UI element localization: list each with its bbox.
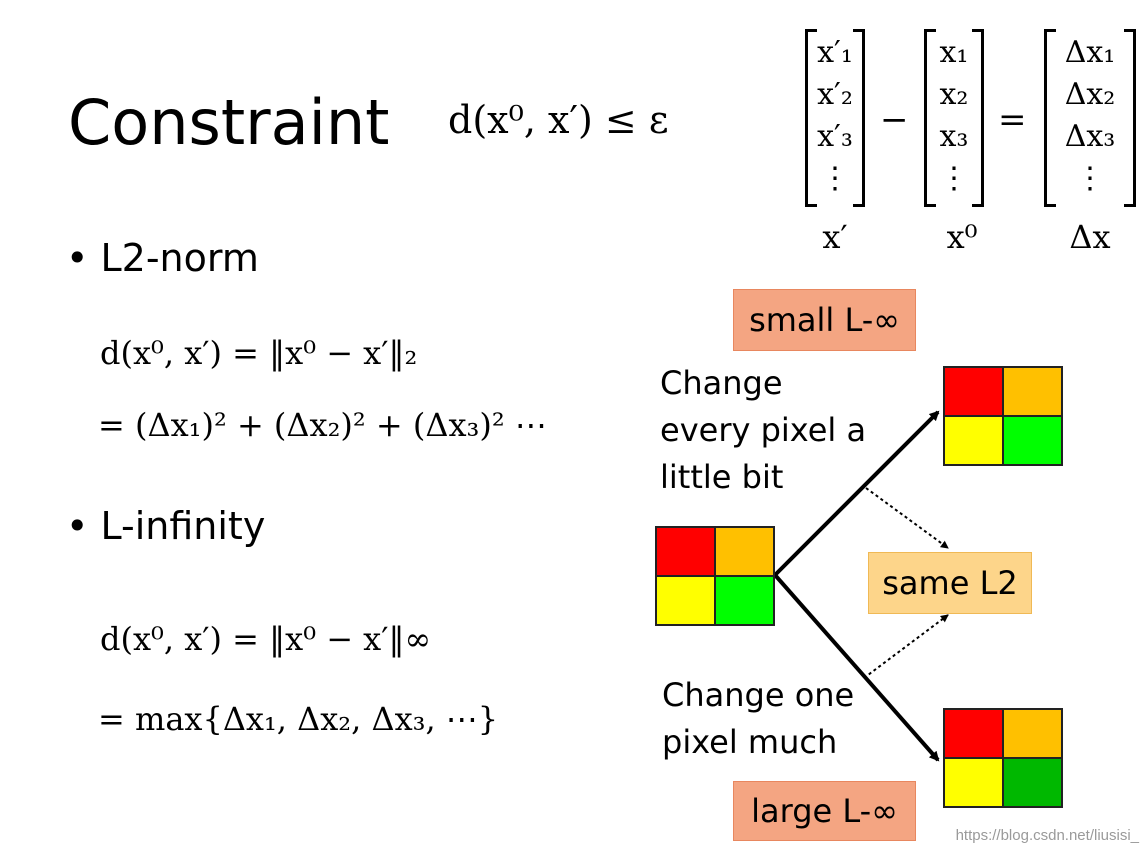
matrix-entry: ⋮ xyxy=(1075,161,1105,196)
matrix-entry: x₁ xyxy=(939,35,969,70)
l2-formula-line2: = (Δx₁)² + (Δx₂)² + (Δx₃)² ⋯ xyxy=(98,406,547,444)
matrix-label-x-prime: x′ xyxy=(822,218,848,256)
matrix-x-prime-entries: x′₁ x′₂ x′₃ ⋮ xyxy=(808,32,862,200)
pixel-cell xyxy=(1003,416,1062,465)
bullet-l-infinity: • L-infinity xyxy=(66,504,266,548)
matrix-entry: ⋮ xyxy=(820,161,850,196)
pixel-cell xyxy=(1003,367,1062,416)
equals-sign: = xyxy=(998,100,1027,140)
same-l2-box: same L2 xyxy=(868,552,1032,614)
pixel-cell xyxy=(944,416,1003,465)
arrow-to-top-grid xyxy=(773,410,940,577)
pixel-cell xyxy=(656,527,715,576)
matrix-entry: x′₃ xyxy=(817,119,853,154)
bottom-pixel-grid xyxy=(943,708,1063,808)
pixel-cell xyxy=(1003,709,1062,758)
constraint-formula: d(x⁰, x′) ≤ ε xyxy=(448,98,669,142)
dotted-arrow-bottom-to-same-l2 xyxy=(863,614,949,679)
matrix-entry: ⋮ xyxy=(939,161,969,196)
pixel-cell xyxy=(944,709,1003,758)
matrix-delta-x: Δx₁ Δx₂ Δx₃ ⋮ xyxy=(1044,29,1136,207)
minus-sign: − xyxy=(880,100,909,140)
arrow-to-bottom-grid xyxy=(773,573,940,762)
matrix-entry: x₂ xyxy=(939,77,969,112)
caption-change-one-pixel: Change one pixel much xyxy=(662,672,854,766)
pixel-cell xyxy=(656,576,715,625)
original-pixel-grid xyxy=(655,526,775,626)
matrix-x-zero-entries: x₁ x₂ x₃ ⋮ xyxy=(927,32,981,200)
matrix-entry: Δx₁ xyxy=(1064,35,1116,70)
matrix-entry: x₃ xyxy=(939,119,969,154)
matrix-x-zero: x₁ x₂ x₃ ⋮ xyxy=(924,29,984,207)
slide-title: Constraint xyxy=(68,86,390,159)
caption-line: every pixel a xyxy=(660,411,867,449)
caption-line: little bit xyxy=(660,458,784,496)
pixel-cell xyxy=(1003,758,1062,807)
matrix-entry: x′₁ xyxy=(817,35,853,70)
l2-formula-line1: d(x⁰, x′) = ‖x⁰ − x′‖₂ xyxy=(100,334,418,372)
pixel-cell xyxy=(944,758,1003,807)
matrix-entry: x′₂ xyxy=(817,77,853,112)
matrix-delta-x-entries: Δx₁ Δx₂ Δx₃ ⋮ xyxy=(1047,32,1133,200)
top-pixel-grid xyxy=(943,366,1063,466)
caption-line: Change one xyxy=(662,676,855,714)
pixel-cell xyxy=(715,527,774,576)
matrix-label-delta-x: Δx xyxy=(1069,218,1111,256)
bullet-l2-norm: • L2-norm xyxy=(66,236,259,280)
dotted-arrow-top-to-same-l2 xyxy=(865,487,949,549)
matrix-label-x-zero: x⁰ xyxy=(946,218,978,256)
caption-line: Change xyxy=(660,364,783,402)
linf-formula-line2: = max{Δx₁, Δx₂, Δx₃, ⋯} xyxy=(98,700,499,738)
caption-line: pixel much xyxy=(662,723,838,761)
large-linf-box: large L-∞ xyxy=(733,781,916,841)
matrix-entry: Δx₃ xyxy=(1064,119,1116,154)
small-linf-box: small L-∞ xyxy=(733,289,916,351)
caption-change-every-pixel: Change every pixel a little bit xyxy=(660,360,866,501)
pixel-cell xyxy=(715,576,774,625)
linf-formula-line1: d(x⁰, x′) = ‖x⁰ − x′‖∞ xyxy=(100,620,432,658)
matrix-entry: Δx₂ xyxy=(1064,77,1116,112)
pixel-cell xyxy=(944,367,1003,416)
watermark: https://blog.csdn.net/liusisi_ xyxy=(955,827,1139,844)
matrix-x-prime: x′₁ x′₂ x′₃ ⋮ xyxy=(805,29,865,207)
